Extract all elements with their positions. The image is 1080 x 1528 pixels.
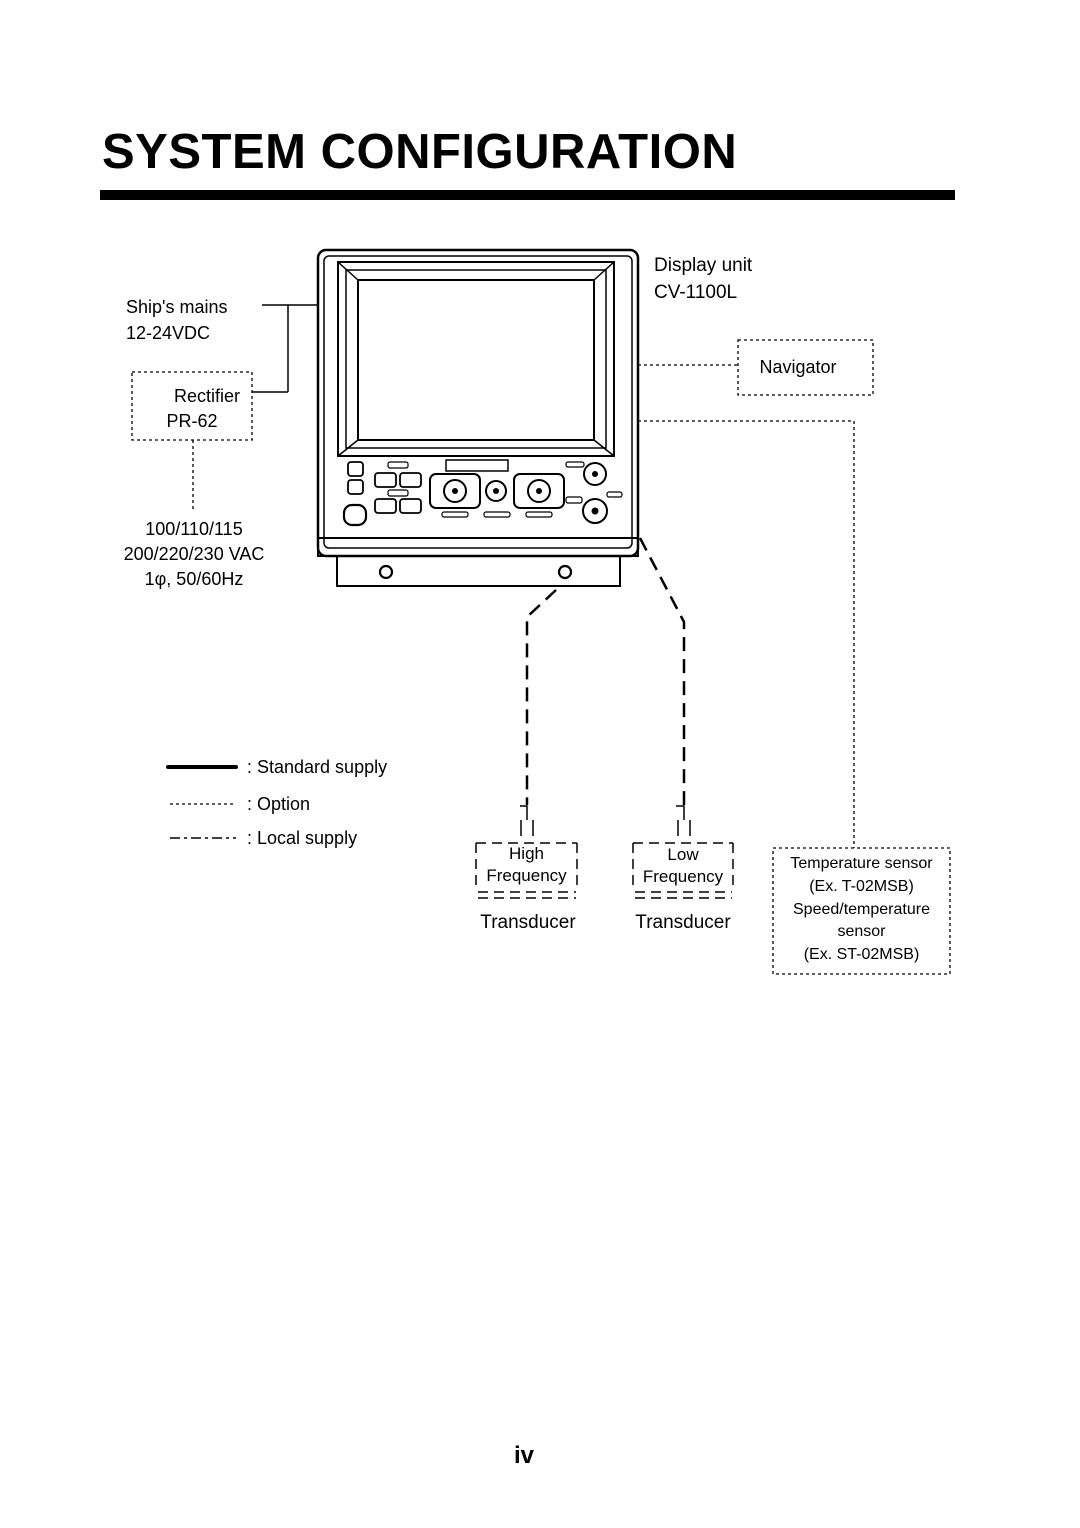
- temp-sensor-line5: (Ex. ST-02MSB): [803, 946, 920, 963]
- temp-sensor-box: [638, 420, 951, 975]
- display-unit-model: CV-1100L: [654, 282, 738, 303]
- ac-input-line3: 1φ, 50/60Hz: [144, 569, 244, 589]
- ships-mains-voltage: 12-24VDC: [126, 323, 211, 343]
- navigator-label: Navigator: [759, 357, 837, 377]
- page-title: SYSTEM CONFIGURATION: [102, 125, 738, 179]
- ac-input-line1: 100/110/115: [145, 519, 243, 539]
- temp-sensor-line4: sensor: [837, 923, 886, 940]
- rectifier-label: Rectifier: [173, 386, 240, 406]
- temp-sensor-line2: (Ex. T-02MSB): [809, 878, 914, 895]
- temp-sensor-line3: Speed/temperature: [793, 901, 930, 918]
- lf-transducer-box: [632, 842, 734, 899]
- display-unit-drawing: [316, 248, 640, 587]
- lf-transducer-cable: [638, 537, 686, 805]
- hf-transducer-box: [475, 842, 578, 899]
- legend-standard-label: : Standard supply: [247, 757, 388, 777]
- temp-sensor-line1: Temperature sensor: [790, 855, 933, 872]
- lf-transducer-caption: Transducer: [635, 912, 731, 933]
- display-unit-name: Display unit: [654, 255, 753, 276]
- ships-mains-connection: [252, 304, 318, 393]
- lf-transducer-line1: Low: [667, 845, 699, 864]
- hf-transducer-cable: [525, 589, 557, 805]
- rectifier-model: PR-62: [166, 411, 218, 431]
- hf-transducer-caption: Transducer: [480, 912, 576, 933]
- hf-transducer-line2: Frequency: [486, 866, 567, 885]
- page-number: iv: [514, 1442, 535, 1469]
- navigator-box: [638, 339, 874, 396]
- lf-transducer-line2: Frequency: [642, 867, 724, 886]
- hf-transducer-line1: High: [509, 844, 544, 863]
- rectifier-box: [131, 371, 253, 512]
- ships-mains-label: Ship's mains: [126, 297, 228, 317]
- legend-local-label: : Local supply: [247, 828, 358, 848]
- ac-input-line2: 200/220/230 VAC: [123, 544, 265, 564]
- title-rule: [100, 190, 955, 200]
- legend-option-label: : Option: [247, 794, 311, 814]
